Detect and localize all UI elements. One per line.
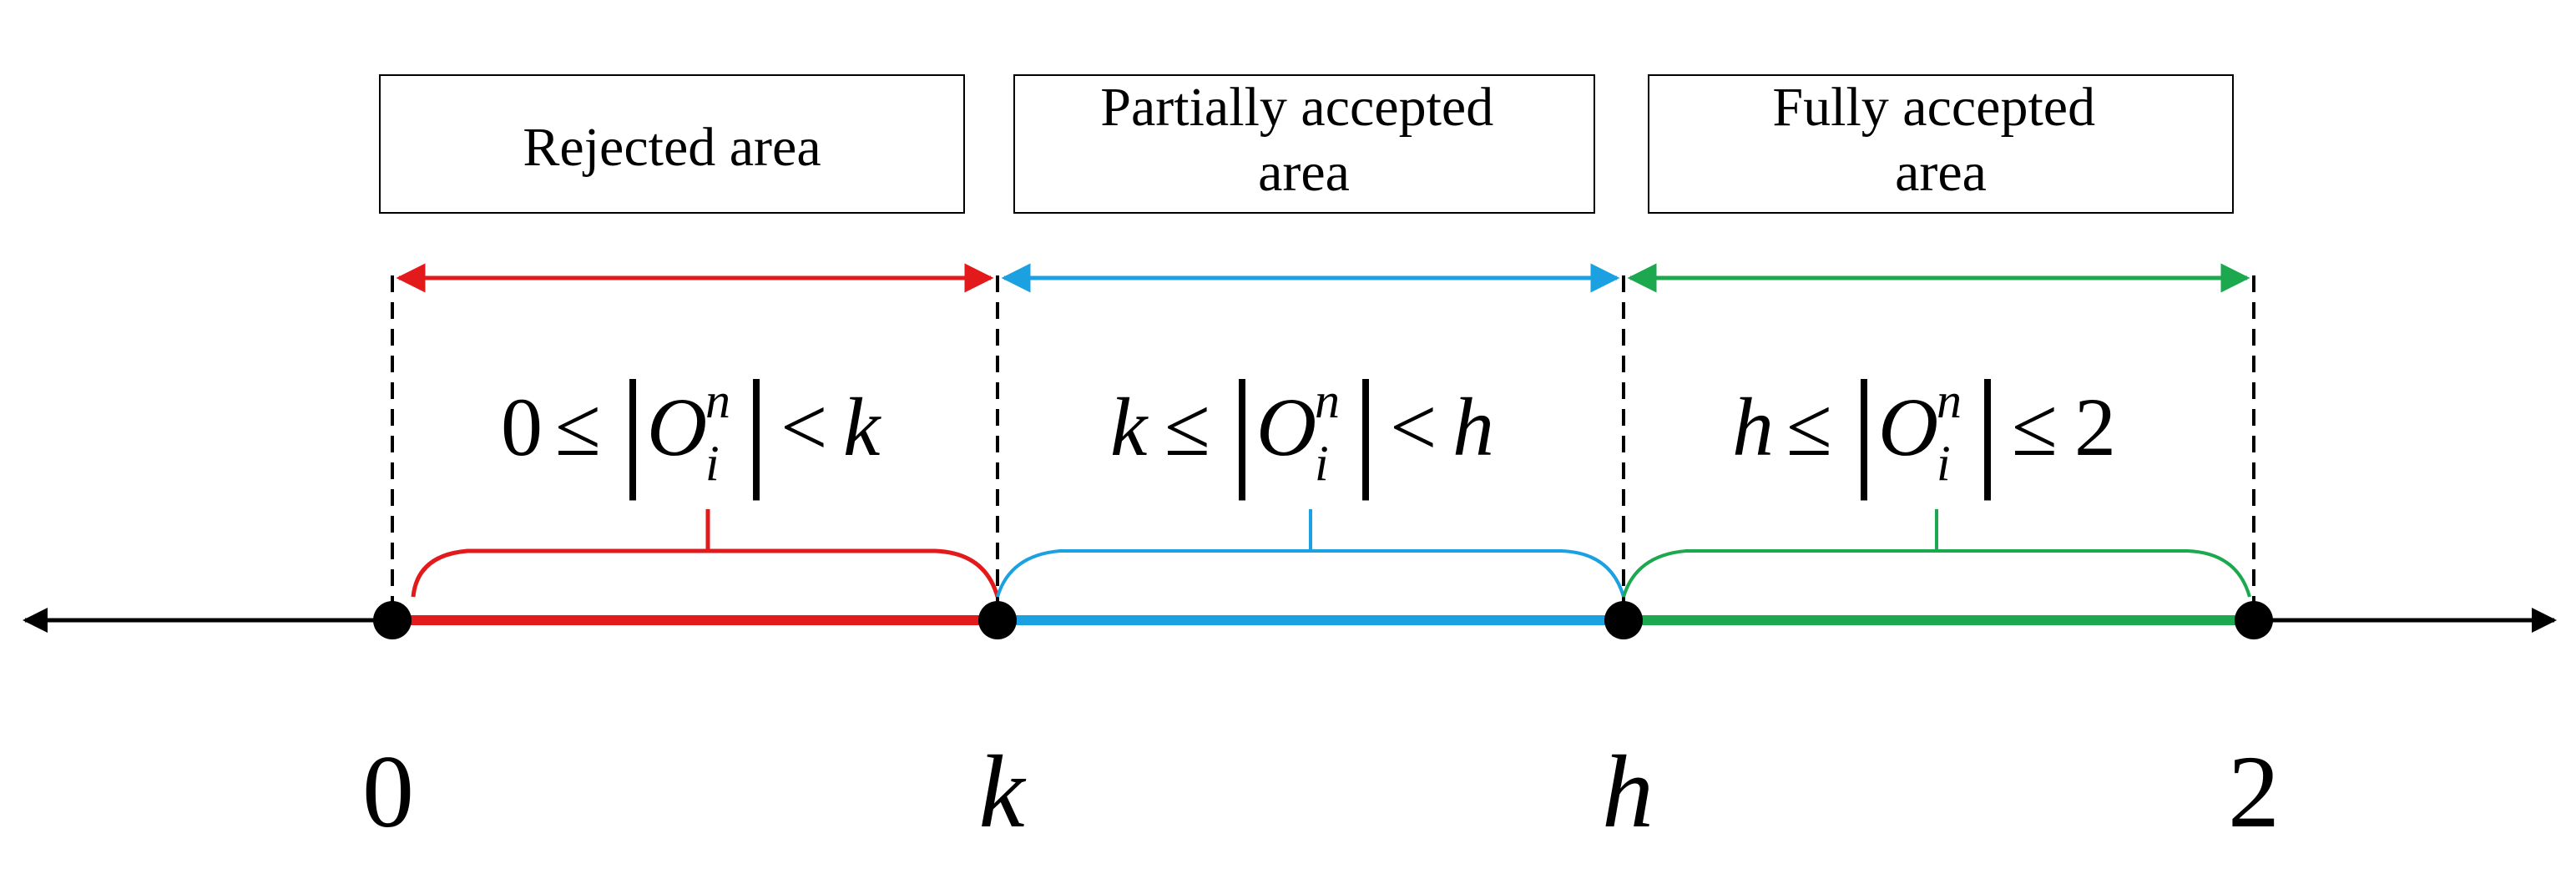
point-2-label: 2 xyxy=(2228,735,2280,849)
svg-text:n: n xyxy=(1937,373,1962,428)
svg-text:<: < xyxy=(780,381,827,473)
svg-text:≤: ≤ xyxy=(1164,381,1210,473)
svg-text:2: 2 xyxy=(2074,381,2116,473)
svg-text:|: | xyxy=(743,352,770,501)
svg-text:i: i xyxy=(1315,436,1329,491)
rejected-area-box xyxy=(379,74,965,214)
svg-text:i: i xyxy=(1937,436,1951,491)
svg-text:O: O xyxy=(1256,381,1316,473)
point-2-dot xyxy=(2235,601,2273,639)
svg-text:≤: ≤ xyxy=(2012,381,2058,473)
svg-text:|: | xyxy=(619,352,646,501)
partial-area-label: Partially accepted area xyxy=(1100,77,1507,203)
rejected-inequality: 0 ≤ | O n i | < k xyxy=(501,352,881,501)
svg-text:≤: ≤ xyxy=(555,381,601,473)
partial-brace xyxy=(996,509,1625,598)
svg-text:0: 0 xyxy=(501,381,543,473)
svg-text:i: i xyxy=(705,436,720,491)
point-k-dot xyxy=(978,601,1017,639)
svg-text:k: k xyxy=(1110,381,1149,473)
svg-text:O: O xyxy=(1878,381,1938,473)
point-h-dot xyxy=(1604,601,1643,639)
full-inequality: h ≤ | O n i | ≤ 2 xyxy=(1732,352,2116,501)
rejected-area-label: Rejected area xyxy=(523,117,821,178)
svg-text:n: n xyxy=(1315,373,1340,428)
svg-text:|: | xyxy=(1974,352,2001,501)
partial-inequality: k ≤ | O n i | < h xyxy=(1110,352,1494,501)
svg-text:|: | xyxy=(1229,352,1255,501)
svg-text:h: h xyxy=(1452,381,1494,473)
full-area-label: Fully accepted area xyxy=(1772,77,2109,203)
svg-text:|: | xyxy=(1851,352,1877,501)
partial-area-box xyxy=(1013,74,1595,214)
svg-text:<: < xyxy=(1390,381,1437,473)
svg-text:|: | xyxy=(1352,352,1379,501)
svg-text:n: n xyxy=(705,373,730,428)
full-area-box xyxy=(1648,74,2234,214)
svg-text:≤: ≤ xyxy=(1786,381,1832,473)
point-k-label: k xyxy=(978,735,1026,849)
point-h-label: h xyxy=(1602,735,1654,849)
point-0-label: 0 xyxy=(362,735,414,849)
svg-text:h: h xyxy=(1732,381,1774,473)
svg-text:k: k xyxy=(843,381,881,473)
svg-text:O: O xyxy=(647,381,707,473)
point-0-dot xyxy=(373,601,412,639)
rejected-brace xyxy=(411,509,1000,598)
full-brace xyxy=(1622,509,2251,598)
